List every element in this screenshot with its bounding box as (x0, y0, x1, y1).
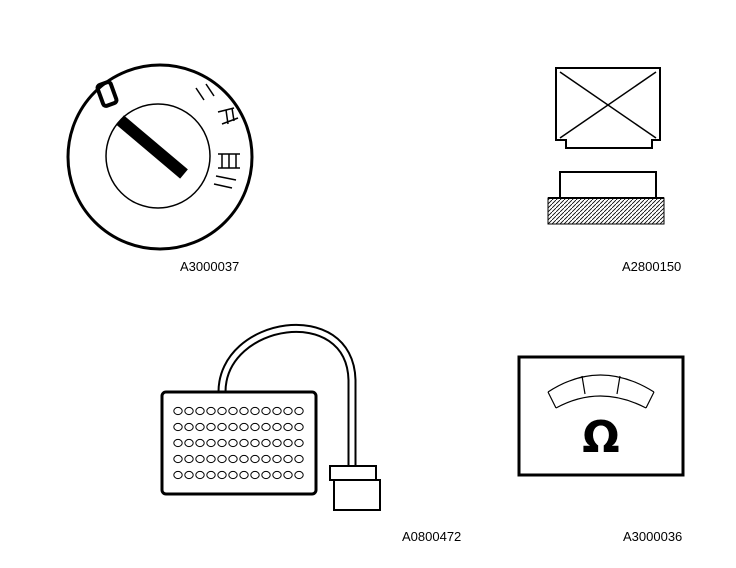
breakout-socket (261, 438, 271, 448)
breakout-socket-grid (173, 406, 304, 480)
breakout-socket (294, 470, 304, 480)
breakout-socket (195, 406, 205, 416)
breakout-socket (184, 438, 194, 448)
breakout-socket (206, 470, 216, 480)
breakout-socket (195, 422, 205, 432)
scale-divider-right (616, 375, 621, 395)
breakout-socket (195, 470, 205, 480)
cable-inner (219, 325, 355, 470)
breakout-socket (272, 438, 282, 448)
breakout-socket (217, 470, 227, 480)
breakout-socket (173, 406, 183, 416)
breakout-socket (217, 438, 227, 448)
ohmmeter-figure: Ω A3000036 (517, 355, 685, 544)
breakout-socket (261, 422, 271, 432)
breakout-socket (217, 406, 227, 416)
breakout-socket (228, 438, 238, 448)
socket-base-hatched (547, 197, 665, 225)
breakout-socket (250, 454, 260, 464)
ignition-position-1-marker (195, 83, 215, 101)
breakout-socket (228, 406, 238, 416)
breakout-socket (294, 438, 304, 448)
breakout-socket (206, 438, 216, 448)
breakout-socket (294, 406, 304, 416)
breakout-socket (283, 438, 293, 448)
breakout-socket (195, 438, 205, 448)
breakout-socket (283, 406, 293, 416)
breakout-socket (294, 422, 304, 432)
breakout-socket (239, 470, 249, 480)
figure-code-fuse: A2800150 (622, 259, 681, 274)
figure-code-ohmmeter: A3000036 (623, 529, 682, 544)
figure-code-ignition: A3000037 (180, 259, 239, 274)
breakout-socket (184, 422, 194, 432)
breakout-socket (250, 406, 260, 416)
scale-arc-outer (547, 374, 655, 393)
ohmmeter-housing (517, 355, 685, 477)
breakout-socket (283, 454, 293, 464)
fuse-removal-figure: A2800150 (547, 67, 681, 274)
breakout-socket (272, 406, 282, 416)
breakout-socket (173, 470, 183, 480)
breakout-socket (294, 454, 304, 464)
breakout-socket (250, 470, 260, 480)
breakout-socket (228, 454, 238, 464)
scale-divider-left (581, 375, 586, 395)
breakout-socket (239, 422, 249, 432)
fuse-socket (559, 171, 657, 199)
breakout-socket (217, 454, 227, 464)
ohm-symbol: Ω (582, 412, 619, 463)
ignition-position-3-marker (213, 153, 240, 189)
ignition-switch-figure: A3000037 (66, 63, 254, 274)
scale-left-edge (547, 391, 557, 409)
breakout-socket (272, 470, 282, 480)
breakout-socket (272, 422, 282, 432)
ignition-position-0-marker (95, 80, 119, 108)
ignition-key-slot (116, 115, 188, 179)
scale-arc-inner (555, 395, 647, 409)
breakout-socket (206, 422, 216, 432)
cross-line-b (559, 71, 657, 139)
breakout-socket (206, 406, 216, 416)
breakout-socket (283, 422, 293, 432)
breakout-socket (261, 470, 271, 480)
breakout-socket (283, 470, 293, 480)
breakout-box-figure: A0800472 (160, 323, 461, 544)
breakout-socket (272, 454, 282, 464)
breakout-socket (228, 422, 238, 432)
breakout-socket (217, 422, 227, 432)
breakout-socket (261, 406, 271, 416)
breakout-socket (195, 454, 205, 464)
breakout-socket (250, 438, 260, 448)
connector-collar (329, 465, 377, 481)
breakout-socket (250, 422, 260, 432)
breakout-socket (173, 422, 183, 432)
breakout-socket (173, 438, 183, 448)
scale-right-edge (645, 391, 655, 409)
breakout-socket (184, 470, 194, 480)
breakout-socket (261, 454, 271, 464)
breakout-socket (184, 406, 194, 416)
breakout-socket (239, 454, 249, 464)
breakout-socket (206, 454, 216, 464)
breakout-socket (239, 438, 249, 448)
breakout-socket (228, 470, 238, 480)
breakout-socket (184, 454, 194, 464)
figure-code-breakout: A0800472 (402, 529, 461, 544)
breakout-socket (239, 406, 249, 416)
connector-plug (333, 479, 381, 511)
breakout-socket (173, 454, 183, 464)
breakout-box-body (160, 390, 318, 496)
ignition-position-2-marker (217, 107, 239, 125)
